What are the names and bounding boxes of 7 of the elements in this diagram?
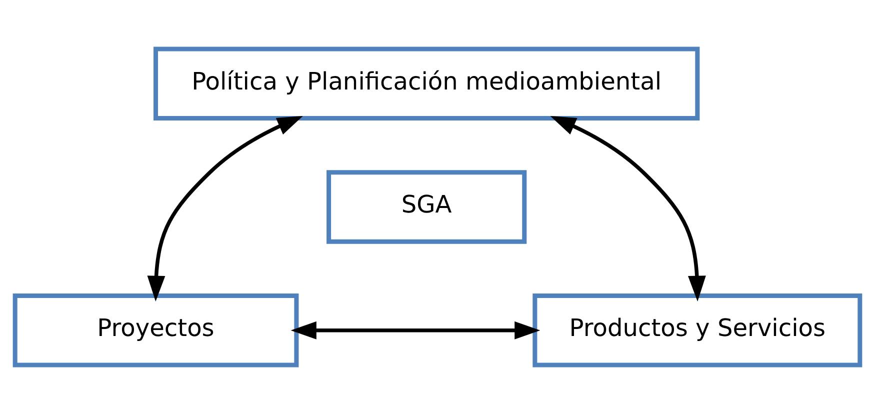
node-box: SGA xyxy=(326,170,527,244)
node-box: Proyectos xyxy=(12,293,299,367)
arrow xyxy=(550,115,706,301)
arrow xyxy=(147,115,303,301)
arrow xyxy=(290,320,540,339)
node-box: Productos y Servicios xyxy=(532,293,862,367)
node-box: Política y Planificación medioambiental xyxy=(154,46,700,120)
